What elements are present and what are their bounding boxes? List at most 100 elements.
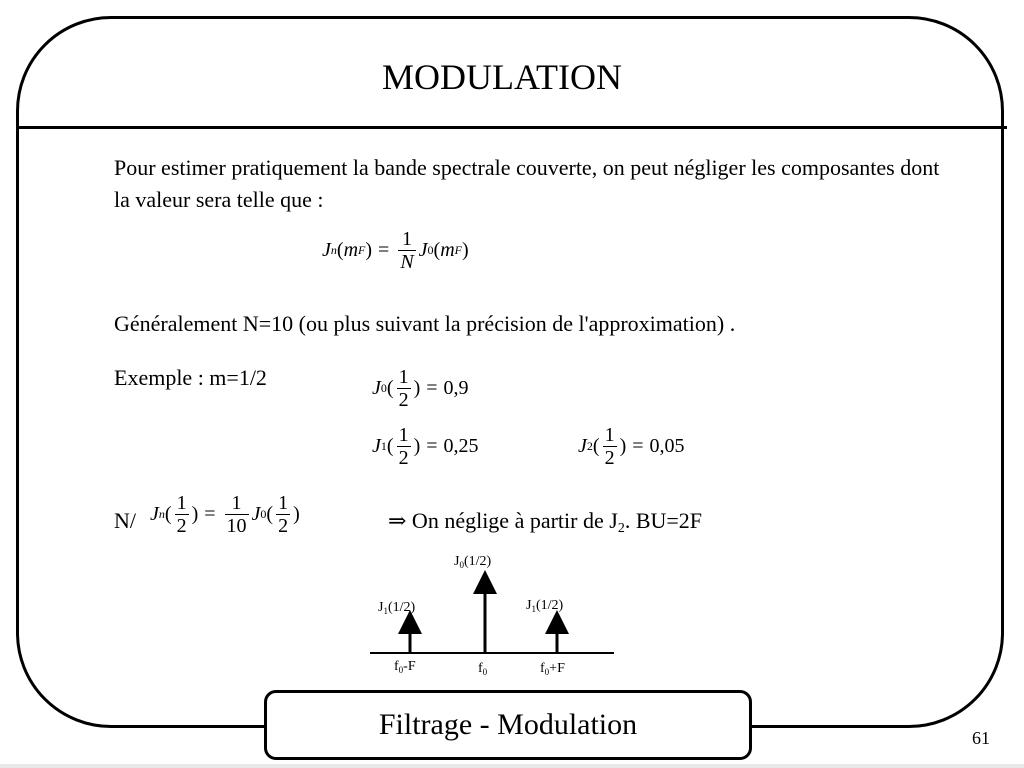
label-rest: +F — [549, 661, 565, 676]
denominator: 10 — [224, 514, 249, 537]
denominator: 2 — [396, 388, 411, 411]
formula-j: J — [372, 377, 381, 399]
title-divider — [17, 126, 1007, 129]
paren: ( — [266, 503, 274, 525]
denominator: 2 — [276, 514, 291, 537]
paren: ) — [293, 503, 300, 525]
label-base: f — [394, 659, 399, 674]
equals-sign: = — [426, 435, 438, 457]
formula-sub: 0 — [427, 243, 434, 257]
footer-title: Filtrage - Modulation — [264, 690, 752, 760]
formula-sub: F — [358, 243, 366, 257]
equals-sign: = — [426, 377, 438, 399]
paren: ( — [336, 239, 344, 261]
numerator: 1 — [604, 424, 615, 446]
label-base: J — [378, 600, 384, 615]
label-arg: (1/2) — [387, 600, 416, 615]
paren: ) — [191, 503, 199, 525]
paren: ( — [592, 435, 600, 457]
formula-sub: 2 — [586, 439, 593, 453]
paren: ) — [413, 435, 421, 457]
spectrum-diagram: J0(1/2) J1(1/2) J1(1/2) f0-F f0 f0+F — [370, 550, 630, 690]
value-j0: 0,9 — [443, 377, 469, 399]
conclusion-main: ⇒ On néglige à partir de J — [388, 508, 618, 533]
equals-sign: = — [632, 435, 644, 457]
label-base: f — [540, 661, 545, 676]
bottom-strip — [0, 764, 1024, 768]
paren: ( — [386, 435, 394, 457]
value-j1: 0,25 — [443, 435, 479, 457]
label-j1-left: J1(1/2) — [378, 600, 415, 616]
label-rest: -F — [403, 659, 416, 674]
formula-sub: 0 — [380, 381, 387, 395]
label-sub: 0 — [459, 560, 464, 570]
paren: ( — [164, 503, 172, 525]
formula-j: J — [578, 435, 587, 457]
numerator: 1 — [401, 228, 412, 250]
numerator: 1 — [398, 424, 409, 446]
denominator: 2 — [396, 446, 411, 469]
label-arg: (1/2) — [535, 598, 564, 613]
label-arg: (1/2) — [463, 554, 492, 569]
paren: ) — [365, 239, 373, 261]
formula-sub: n — [330, 243, 337, 257]
formula-j: J — [418, 239, 428, 261]
denominator: N — [398, 250, 416, 273]
label-base: J — [526, 598, 532, 613]
value-j2: 0,05 — [649, 435, 685, 457]
paren: ) — [413, 377, 421, 399]
slide-title: MODULATION — [382, 57, 622, 97]
formula-j: J — [150, 503, 159, 525]
denominator: 2 — [602, 446, 617, 469]
numerator: 1 — [278, 492, 289, 514]
paren: ( — [386, 377, 394, 399]
label-base: J — [454, 554, 460, 569]
label-sub: 1 — [531, 604, 536, 614]
formula-m: m — [343, 239, 359, 261]
axis-label-f0-minus-f: f0-F — [394, 659, 416, 675]
label-j0: J0(1/2) — [454, 554, 491, 570]
conclusion-sub: 2 — [617, 521, 625, 536]
numerator: 1 — [231, 492, 242, 514]
formula-sub: 1 — [380, 439, 387, 453]
n-label: N/ — [114, 508, 136, 533]
label-sub: 1 — [383, 606, 388, 616]
axis-label-f0-plus-f: f0+F — [540, 661, 565, 677]
footer-text: Filtrage - Modulation — [378, 708, 638, 741]
conclusion-text: ⇒ On néglige à partir de J2. BU=2F — [388, 505, 702, 545]
axis-label-f0: f0 — [478, 661, 487, 677]
label-sub: 0 — [398, 665, 404, 675]
formula-j: J — [251, 503, 261, 525]
paren: ) — [462, 239, 469, 261]
page-number: 61 — [972, 728, 990, 748]
label-base: f — [478, 661, 483, 676]
intro-text: Pour estimer pratiquement la bande spect… — [114, 155, 940, 212]
formula-m: m — [440, 239, 455, 261]
example-label: Exemple : m=1/2 — [114, 365, 267, 390]
paren: ( — [433, 239, 441, 261]
formula-j: J — [372, 435, 381, 457]
formula-sub: n — [158, 507, 165, 521]
numerator: 1 — [398, 366, 409, 388]
label-sub: 0 — [482, 667, 488, 677]
label-sub: 0 — [544, 667, 550, 677]
equals-sign: = — [378, 239, 390, 261]
general-text: Généralement N=10 (ou plus suivant la pr… — [114, 311, 736, 336]
label-j1-right: J1(1/2) — [526, 598, 563, 614]
formula-sub: F — [454, 243, 463, 257]
formula-j: J — [322, 239, 331, 261]
equals-sign: = — [204, 503, 216, 525]
numerator: 1 — [176, 492, 187, 514]
conclusion-end: . BU=2F — [624, 508, 703, 533]
